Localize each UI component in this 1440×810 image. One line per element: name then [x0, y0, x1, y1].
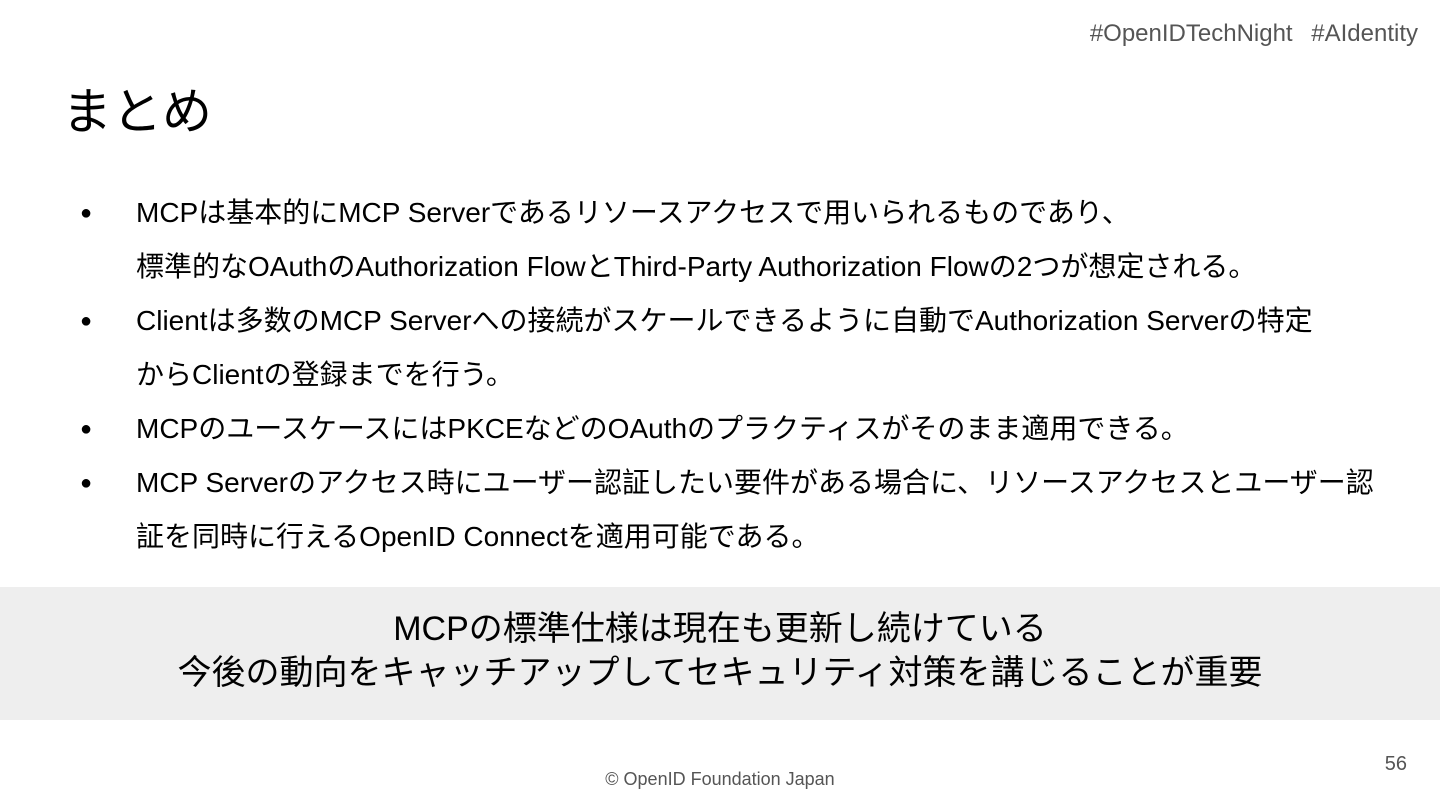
bullet-dot-icon: ● [80, 310, 93, 332]
hashtag-openidtechnight: #OpenIDTechNight [1089, 20, 1293, 47]
bullet-dot-icon: ● [80, 418, 93, 440]
bullet-line: 証を同時に行えるOpenID Connectを適用可能である。 [136, 521, 820, 552]
slide-title: まとめ [62, 84, 212, 140]
bullet-line: Clientは多数のMCP Serverへの接続がスケールできるように自動でAu… [136, 305, 1313, 336]
hashtag-aidentity: #AIdentity [1311, 20, 1418, 47]
bullet-item: ● MCP Serverのアクセス時にユーザー認証したい要件がある場合に、リソー… [80, 456, 1400, 564]
bullet-line: 標準的なOAuthのAuthorization FlowとThird-Party… [136, 251, 1257, 282]
bullet-dot-icon: ● [80, 202, 93, 224]
bullet-dot-icon: ● [80, 472, 93, 494]
bullet-item: ● Clientは多数のMCP Serverへの接続がスケールできるように自動で… [80, 294, 1400, 402]
bullet-item: ● MCPは基本的にMCP Serverであるリソースアクセスで用いられるもので… [80, 186, 1400, 294]
footer-copyright: © OpenID Foundation Japan [605, 769, 835, 789]
bullet-list: ● MCPは基本的にMCP Serverであるリソースアクセスで用いられるもので… [80, 186, 1400, 564]
bullet-line: からClientの登録までを行う。 [136, 359, 514, 390]
bullet-item: ● MCPのユースケースにはPKCEなどのOAuthのプラクティスがそのまま適用… [80, 402, 1400, 456]
bullet-line: MCPは基本的にMCP Serverであるリソースアクセスで用いられるものであり… [136, 197, 1130, 228]
summary-line-2: 今後の動向をキャッチアップしてセキュリティ対策を講じることが重要 [177, 654, 1263, 692]
bullet-line: MCP Serverのアクセス時にユーザー認証したい要件がある場合に、リソースア… [136, 467, 1374, 498]
hashtags: #OpenIDTechNight #AIdentity [1090, 20, 1418, 48]
bullet-line: MCPのユースケースにはPKCEなどのOAuthのプラクティスがそのまま適用でき… [136, 413, 1189, 444]
summary-line-1: MCPの標準仕様は現在も更新し続けている [393, 610, 1047, 648]
summary-band: MCPの標準仕様は現在も更新し続けている 今後の動向をキャッチアップしてセキュリ… [0, 587, 1440, 720]
page-number: 56 [1384, 753, 1407, 775]
